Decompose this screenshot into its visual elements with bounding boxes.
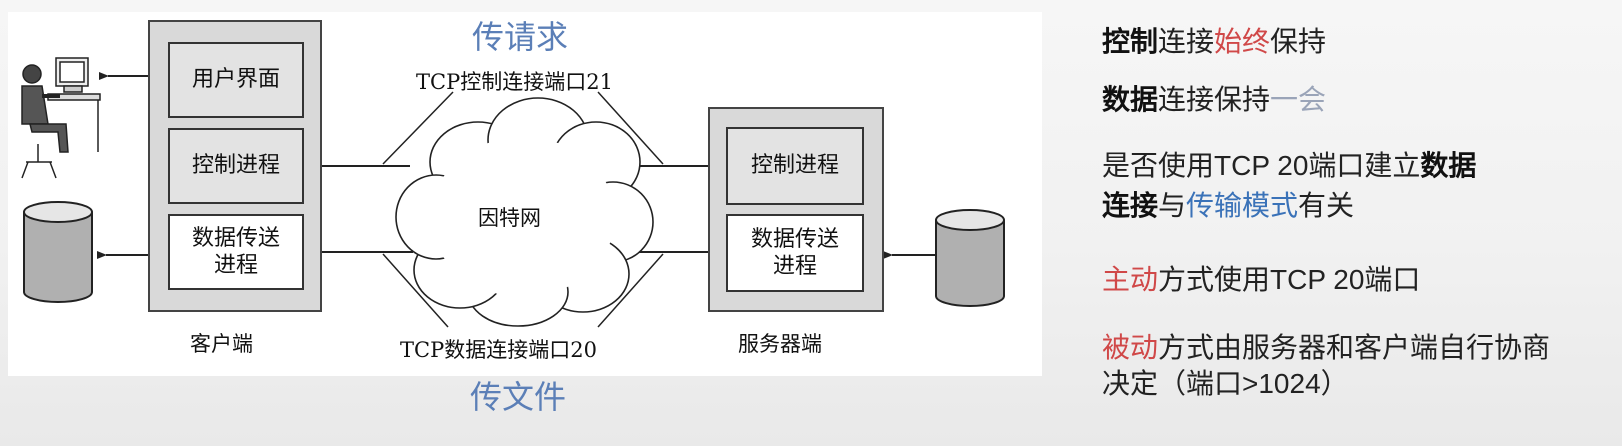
client-control-label: 控制进程: [191, 153, 280, 179]
server-control-label: 控制进程: [750, 153, 839, 179]
note-active-mode: 主动方式使用TCP 20端口: [1102, 260, 1420, 300]
note-related-text: 有关: [1298, 190, 1355, 221]
client-ui-label: 用户界面: [191, 67, 280, 93]
file-label: 传文件: [470, 378, 567, 416]
client-control-box: 控制进程: [168, 128, 304, 204]
note-connection-term: 连接: [1102, 190, 1159, 221]
internet-label: 因特网: [478, 206, 541, 230]
client-ui-box: 用户界面: [168, 42, 304, 118]
control-leader-left: [382, 91, 454, 165]
note-with-text: 与: [1158, 190, 1187, 221]
ftp-diagram: 用户界面 控制进程 数据传送进程 控制进程 数据传送进程 传请求 TCP控制连接…: [8, 12, 1042, 376]
note-passive-mode-line2: 决定（端口>1024）: [1102, 364, 1349, 404]
note-while-text: 一会: [1270, 84, 1327, 115]
data-port-label: TCP数据连接端口20: [400, 338, 597, 362]
note-active-term: 主动: [1102, 264, 1159, 295]
note-port20-line1: 是否使用TCP 20端口建立数据: [1102, 146, 1476, 186]
user-computer-icon: [21, 57, 101, 179]
note-active-text: 方式使用TCP 20端口: [1158, 264, 1421, 295]
diagram-graphics: [21, 57, 1005, 328]
note-passive-mode: 被动方式由服务器和客户端自行协商: [1102, 328, 1550, 368]
internet-cloud: [395, 97, 654, 327]
server-control-box: 控制进程: [726, 127, 864, 205]
note-passive-text: 方式由服务器和客户端自行协商: [1158, 332, 1551, 363]
note-control-connection: 控制连接始终保持: [1102, 22, 1326, 62]
note-data-term: 数据: [1102, 84, 1159, 115]
control-leader-right: [597, 91, 664, 165]
request-label: 传请求: [472, 18, 569, 56]
note-data-keep-text: 连接保持: [1158, 84, 1271, 115]
server-database-icon: [935, 209, 1005, 307]
note-passive-term: 被动: [1102, 332, 1159, 363]
note-connection-text: 连接: [1158, 26, 1215, 57]
note-port20-line2: 连接与传输模式有关: [1102, 186, 1354, 226]
server-data-box: 数据传送进程: [726, 214, 864, 292]
note-port20-text: 是否使用TCP 20端口建立: [1102, 150, 1421, 181]
note-port20-data-term: 数据: [1420, 150, 1477, 181]
client-data-label: 数据传送进程: [191, 225, 280, 279]
data-leader-left: [382, 253, 449, 328]
data-leader-right: [597, 253, 664, 328]
note-keep-text: 保持: [1270, 26, 1327, 57]
server-data-label: 数据传送进程: [750, 226, 839, 280]
note-control-term: 控制: [1102, 26, 1159, 57]
server-label: 服务器端: [738, 332, 822, 356]
note-passive-decide-text: 决定（端口>1024）: [1102, 368, 1349, 399]
client-database-icon: [23, 201, 93, 303]
control-port-label: TCP控制连接端口21: [416, 70, 613, 94]
note-always-text: 始终: [1214, 26, 1271, 57]
note-transfer-mode: 传输模式: [1186, 190, 1299, 221]
client-label: 客户端: [190, 332, 253, 356]
note-data-connection: 数据连接保持一会: [1102, 80, 1326, 120]
client-data-box: 数据传送进程: [168, 214, 304, 290]
